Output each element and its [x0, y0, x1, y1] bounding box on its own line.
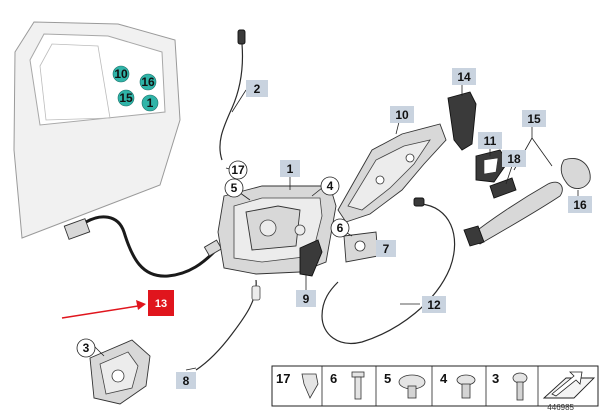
svg-text:8: 8 — [183, 374, 190, 388]
svg-text:6: 6 — [337, 221, 344, 235]
callout-1: 1 — [280, 160, 300, 177]
svg-text:4: 4 — [440, 371, 448, 386]
callout-13: 13 — [148, 290, 174, 316]
svg-text:1: 1 — [147, 96, 154, 110]
svg-text:3: 3 — [83, 341, 90, 355]
svg-text:15: 15 — [527, 112, 541, 126]
wiring-harness-13 — [63, 215, 223, 278]
callout-4: 4 — [320, 176, 340, 196]
legend-3-screw: 3 — [492, 371, 528, 401]
svg-text:17: 17 — [231, 163, 245, 177]
svg-text:14: 14 — [457, 70, 471, 84]
bowden-cable-2 — [219, 29, 246, 161]
connector-9 — [299, 239, 323, 277]
bowden-cable-12 — [321, 197, 456, 344]
callout-15: 15 — [522, 110, 546, 127]
callout-8: 8 — [176, 372, 196, 389]
callout-2: 2 — [246, 80, 268, 97]
handle-cap-16 — [560, 158, 591, 189]
svg-text:5: 5 — [384, 371, 391, 386]
callout-3: 3 — [76, 338, 96, 358]
callout-14: 14 — [452, 68, 476, 85]
gasket-11 — [475, 149, 509, 183]
legend-6-screw: 6 — [330, 371, 365, 400]
callout-12: 12 — [422, 296, 446, 313]
callout-18: 18 — [502, 150, 526, 167]
svg-text:9: 9 — [303, 292, 310, 306]
pad-18 — [489, 177, 517, 199]
legend-17-clip: 17 — [276, 371, 319, 399]
svg-text:16: 16 — [573, 198, 587, 212]
callout-7: 7 — [376, 240, 396, 257]
svg-text:4: 4 — [327, 179, 334, 193]
callout-11: 11 — [478, 132, 502, 149]
door-badge-10: 10 — [112, 65, 130, 83]
legend-5-bolt: 5 — [384, 371, 426, 399]
svg-text:10: 10 — [114, 67, 128, 81]
handle-carrier-10 — [337, 123, 447, 223]
svg-text:10: 10 — [395, 108, 409, 122]
door-badge-15: 15 — [117, 89, 135, 107]
callout-10: 10 — [390, 106, 414, 123]
bracket-14 — [447, 91, 477, 151]
document-id: 446985 — [547, 403, 574, 411]
svg-text:6: 6 — [330, 371, 337, 386]
svg-text:2: 2 — [254, 82, 261, 96]
door-badge-16: 16 — [139, 73, 157, 91]
callout-5: 5 — [224, 178, 244, 198]
svg-text:12: 12 — [427, 298, 441, 312]
door-handle-15 — [463, 181, 563, 247]
callout-16: 16 — [568, 196, 592, 213]
callout-17: 17 — [228, 160, 248, 180]
callout-6: 6 — [330, 218, 350, 238]
callout-9: 9 — [296, 290, 316, 307]
svg-text:1: 1 — [287, 162, 294, 176]
svg-text:5: 5 — [231, 181, 238, 195]
svg-text:7: 7 — [383, 242, 390, 256]
svg-text:15: 15 — [119, 91, 133, 105]
svg-text:3: 3 — [492, 371, 499, 386]
svg-text:16: 16 — [141, 75, 155, 89]
door-badge-1: 1 — [141, 94, 159, 112]
svg-text:18: 18 — [507, 152, 521, 166]
actuator-3 — [89, 339, 151, 405]
svg-text:11: 11 — [484, 134, 497, 148]
svg-text:17: 17 — [276, 371, 290, 386]
svg-text:13: 13 — [155, 298, 167, 310]
legend-arrow-icon — [542, 371, 596, 399]
hardware-legend: 17 6 5 4 3 — [271, 365, 599, 407]
striker-7 — [343, 231, 379, 263]
bowden-cable-8 — [195, 279, 261, 371]
legend-4-screw: 4 — [440, 371, 476, 399]
highlight-arrow — [61, 300, 146, 319]
rear-door-outline — [13, 21, 181, 239]
